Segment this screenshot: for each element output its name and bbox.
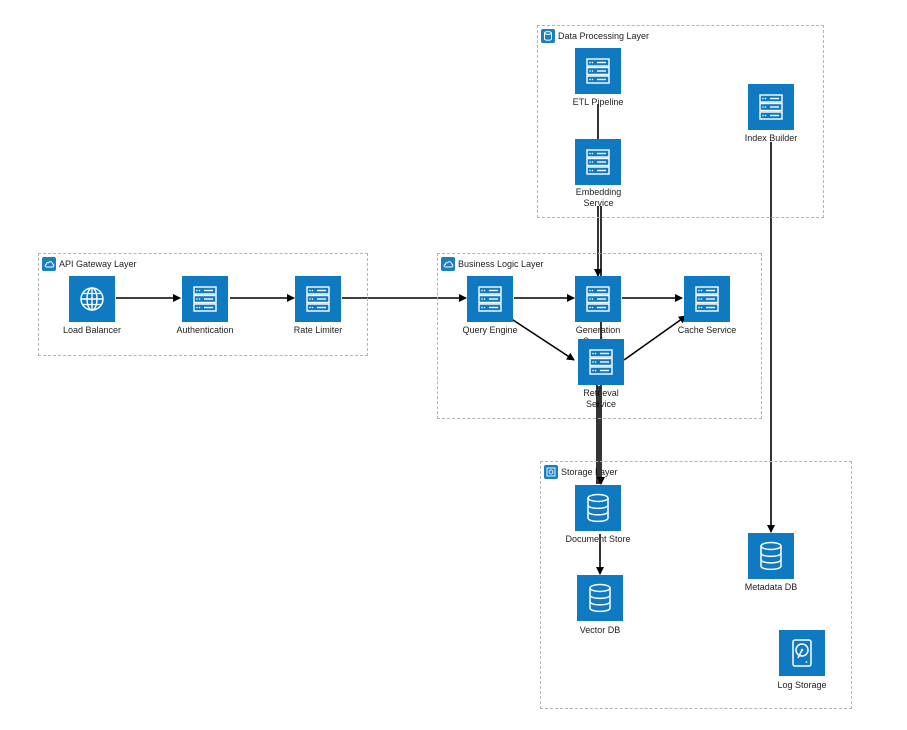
server-icon [586, 58, 610, 84]
metadata-db-node[interactable] [748, 533, 794, 579]
database-icon [589, 583, 611, 613]
group-title: Storage Layer [561, 467, 618, 477]
database-icon [760, 541, 782, 571]
vector-db-node[interactable] [577, 575, 623, 621]
cloud-icon [42, 257, 56, 271]
authentication-node[interactable] [182, 276, 228, 322]
rate-limiter-node[interactable] [295, 276, 341, 322]
server-icon [759, 94, 783, 120]
query-engine-label: Query Engine [462, 325, 518, 335]
group-api-gateway: API Gateway Layer [38, 253, 368, 356]
metadata-db-label: Metadata DB [744, 582, 798, 592]
load-balancer-label: Load Balancer [62, 325, 122, 335]
cache-service-label: Cache Service [677, 325, 737, 335]
rate-limiter-label: Rate Limiter [293, 325, 343, 335]
hard-drive-icon [792, 639, 812, 667]
load-balancer-node[interactable] [69, 276, 115, 322]
authentication-label: Authentication [176, 325, 234, 335]
etl-pipeline-node[interactable] [575, 48, 621, 94]
server-icon [306, 286, 330, 312]
vector-db-label: Vector DB [579, 625, 621, 635]
server-icon [478, 286, 502, 312]
database-icon [587, 493, 609, 523]
generation-service-node[interactable] [575, 276, 621, 322]
index-builder-node[interactable] [748, 84, 794, 130]
cloud-icon [441, 257, 455, 271]
group-title: API Gateway Layer [59, 259, 137, 269]
etl-pipeline-label: ETL Pipeline [572, 97, 624, 107]
document-store-node[interactable] [575, 485, 621, 531]
embedding-service-label: Embedding Service [575, 187, 622, 208]
storage-icon [544, 465, 558, 479]
group-title: Business Logic Layer [458, 259, 544, 269]
group-business-logic: Business Logic Layer [437, 253, 762, 419]
server-icon [586, 286, 610, 312]
server-icon [193, 286, 217, 312]
index-builder-label: Index Builder [744, 133, 798, 143]
globe-icon [80, 287, 104, 311]
server-icon [589, 349, 613, 375]
retrieval-service-node[interactable] [578, 339, 624, 385]
edge-retrieval-cache [623, 315, 687, 361]
group-title: Data Processing Layer [558, 31, 650, 41]
log-storage-node[interactable] [779, 630, 825, 676]
query-engine-node[interactable] [467, 276, 513, 322]
group-storage: Storage Layer [540, 461, 852, 709]
document-store-label: Document Store [565, 534, 631, 544]
log-storage-label: Log Storage [777, 680, 827, 690]
server-icon [586, 149, 610, 175]
group-data-processing: Data Processing Layer [537, 25, 824, 218]
embedding-service-node[interactable] [575, 139, 621, 185]
cache-service-node[interactable] [684, 276, 730, 322]
server-icon [695, 286, 719, 312]
database-icon [541, 29, 555, 43]
edge-query-retrieval [509, 317, 575, 361]
retrieval-service-label: Retrieval Service [583, 388, 619, 409]
